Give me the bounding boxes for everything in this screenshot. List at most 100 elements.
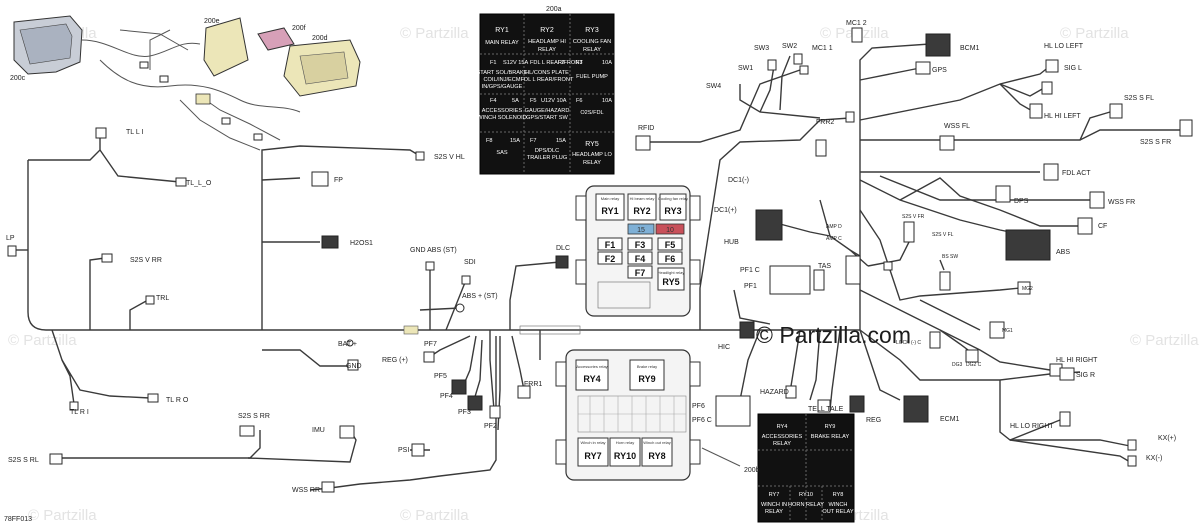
label-s2s-s-rl: S2S S RL	[8, 457, 39, 464]
relay-ry8: RY8	[648, 451, 665, 461]
assembly-label: 200e	[204, 18, 220, 25]
label-dlc: DLC	[556, 245, 570, 252]
harness-clip	[403, 325, 419, 335]
relay-ry9: RY9	[638, 374, 655, 384]
label-tl-r-o: TL R O	[166, 397, 189, 404]
label-s2s-v-fr: S2S V FR	[902, 214, 925, 220]
label-mg2: MG2	[1022, 286, 1033, 292]
label-dc1-plus: DC1(+)	[714, 207, 737, 214]
label-pf6-c: PF6 C	[692, 417, 712, 424]
legend-desc: ACCESSORIES	[762, 434, 803, 440]
relay-label: Winch in relay	[580, 440, 605, 445]
fuse-10a: 10	[666, 227, 674, 234]
legend-code: RY7	[769, 492, 780, 498]
legend-rating: 15A	[556, 138, 566, 144]
label-h2os1: H2OS1	[350, 240, 373, 247]
legend-code: RY1	[495, 27, 509, 34]
fuse-f4: F4	[635, 254, 646, 264]
label-s2s-v-fl: S2S V FL	[932, 232, 954, 238]
label-pf5: PF5	[434, 373, 447, 380]
label-wss-fl: WSS FL	[944, 123, 970, 130]
legend-desc: COOLING FAN	[573, 39, 611, 45]
harness-sleeve	[519, 325, 581, 335]
label-hazard: HAZARD	[760, 389, 789, 396]
label-gps: GPS	[932, 67, 947, 74]
label-pf1: PF1	[744, 283, 757, 290]
legend-desc: GAUGE/HAZARD	[525, 108, 570, 114]
label-lock-c: LOCK (-) C	[896, 340, 921, 346]
fuse-f2: F2	[605, 254, 616, 264]
legend-desc: RELAY	[765, 509, 783, 515]
assembly-label: 200d	[312, 35, 328, 42]
fuse-f6: F6	[665, 254, 676, 264]
connector-group	[7, 27, 1193, 493]
label-cf: CF	[1098, 223, 1107, 230]
legend-code: RY8	[833, 492, 844, 498]
label-abs: ABS	[1056, 249, 1070, 256]
label-bcm1: BCM1	[960, 45, 980, 52]
watermark: © Partzilla	[1130, 332, 1199, 349]
label-lp: LP	[6, 235, 15, 242]
legend-200b: RY4 ACCESSORIES RELAY RY9 BRAKE RELAY RY…	[757, 413, 855, 523]
label-tl-r-i: TL R I	[70, 409, 89, 416]
legend-code: F4	[490, 98, 497, 104]
figure-code: 78FF013	[4, 516, 32, 523]
relay-label: Horn relay	[616, 440, 634, 445]
label-hl-hi-left: HL HI LEFT	[1044, 113, 1081, 120]
label-pf1-c: PF1 C	[740, 267, 760, 274]
legend-code: F6	[576, 98, 583, 104]
label-dc1-minus: DC1(-)	[728, 177, 749, 184]
label-dps: DPS	[1014, 198, 1029, 205]
label-gnd: GND	[346, 363, 362, 370]
fuse-box-200a: Main relay Hi beam relay Cooling fan rel…	[575, 185, 701, 317]
label-tl-l-o: TL_L_O	[186, 180, 212, 187]
label-pf6: PF6	[692, 403, 705, 410]
relay-label: Accessories relay	[576, 364, 607, 369]
legend-desc: O2S/FDL	[580, 110, 603, 116]
legend-code: F1	[490, 60, 497, 66]
legend-rating: 15A	[510, 138, 520, 144]
label-sw3: SW3	[754, 45, 769, 52]
label-reg-plus: REG (+)	[382, 357, 408, 364]
legend-desc: HEADLAMP HI	[528, 39, 566, 45]
watermark: © Partzilla	[28, 507, 97, 524]
label-fp: FP	[334, 177, 343, 184]
legend-code: F5	[530, 98, 537, 104]
relay-ry10: RY10	[614, 451, 636, 461]
label-hl-lo-left: HL LO LEFT	[1044, 43, 1084, 50]
relay-label: Winch out relay	[643, 440, 671, 445]
relay-ry2: RY2	[633, 206, 650, 216]
legend-code: RY5	[585, 141, 599, 148]
legend-desc: TRAILER PLUG	[527, 155, 567, 161]
legend-desc: SAS	[496, 150, 507, 156]
assembly-label: 200f	[292, 25, 306, 32]
relay-label: Hi beam relay	[630, 196, 655, 201]
fuse-15a: 15	[637, 227, 645, 234]
legend-desc: MAIN RELAY	[485, 40, 519, 46]
legend-desc: HEADLAMP LO	[572, 152, 612, 158]
label-pf2: PF2	[484, 423, 497, 430]
label-sdi: SDI	[464, 259, 476, 266]
legend-code: F8	[486, 138, 493, 144]
fuse-f7: F7	[635, 268, 646, 278]
watermark: © Partzilla	[1060, 25, 1129, 42]
label-pf4: PF4	[440, 393, 453, 400]
relay-label: Main relay	[601, 196, 619, 201]
label-frr1: FRR1	[524, 381, 542, 388]
legend-desc: DPS/DLC	[535, 148, 559, 154]
label-bs-sw: BS SW	[942, 254, 958, 260]
label-imu: IMU	[312, 427, 325, 434]
label-frr2: FRR2	[816, 119, 834, 126]
legend-rating: 10A	[602, 98, 612, 104]
watermark-main: © Partzilla.com	[756, 322, 911, 348]
label-sw2: SW2	[782, 43, 797, 50]
label-s2s-s-rr: S2S S RR	[238, 413, 270, 420]
legend-code: RY3	[585, 27, 599, 34]
legend-rating: S12V 15A	[503, 60, 528, 66]
label-tell-tale: TELL TALE	[808, 406, 844, 413]
label-pf3: PF3	[458, 409, 471, 416]
label-hl-hi-right: HL HI RIGHT	[1056, 357, 1098, 364]
label-dg2-c: DG2 C	[966, 362, 982, 368]
legend-code: F3	[576, 60, 583, 66]
label-gnd-abs: GND ABS (ST)	[410, 247, 457, 254]
